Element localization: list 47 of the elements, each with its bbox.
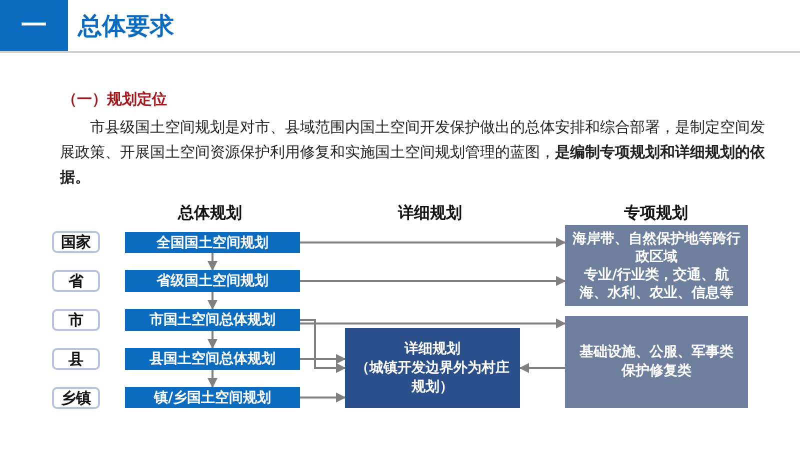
node-text: 基础设施、公服、军事类 [580,343,734,362]
special-plan-box [565,225,748,306]
arrow [300,276,566,286]
body-paragraph: 市县级国土空间规划是对市、县域范围内国土空间开发保护做出的总体安排和综合部署，是制定空间发展政策、开展国土空间资源保护利用修复和实施国土空间规划管理的蓝图，是编制专项规划和详细规划的依据。 [60,117,766,188]
arrow [208,370,218,388]
arrow [300,318,566,328]
plan-box [125,270,300,292]
node-text: 市 [68,310,84,330]
detail-plan-box [345,328,520,408]
level-box [52,348,100,370]
arrow [300,238,566,248]
node-text: 县 [68,350,84,368]
level-box [52,387,100,409]
column-heading: 专项规划 [623,203,689,224]
node-text: 海岸带、自然保护地等跨行政区域 [572,230,742,266]
arrow [300,319,346,373]
arrow [208,292,218,310]
column-heading: 详细规划 [396,203,463,224]
special-plan-box [565,316,748,408]
column-heading: 总体规划 [176,203,243,224]
node-text: 省 [68,272,84,290]
plan-box [125,348,300,370]
node-text: 省级国土空间规划 [156,272,268,290]
node-text: 市国土空间总体规划 [150,311,276,329]
arrow [300,392,346,402]
plan-box [125,387,300,408]
section-number-badge: 一 [0,0,68,51]
node-text: 全国国土空间规划 [156,234,268,252]
arrow [519,363,565,373]
node-text: 县国土空间总体规划 [150,350,276,368]
section-heading: （一）规划定位 [62,90,167,109]
node-text: 乡镇 [61,388,91,408]
node-text: 国家 [61,232,91,252]
arrow [208,253,218,271]
node-text: （城镇开发边界外为村庄规划） [355,358,510,396]
level-box [52,231,100,253]
arrow [300,354,346,364]
arrow [208,331,218,349]
plan-box [125,309,300,331]
node-text: 保护修复类 [622,362,692,381]
level-box [52,270,100,292]
level-box [52,309,100,331]
node-text: 镇/乡国土空间规划 [154,388,272,406]
node-text: 详细规划 [404,340,460,358]
node-text: 专业/行业类，交通、航海、水利、农业、信息等 [578,266,734,302]
slide-title: 总体要求 [78,11,174,42]
plan-box [125,232,300,253]
